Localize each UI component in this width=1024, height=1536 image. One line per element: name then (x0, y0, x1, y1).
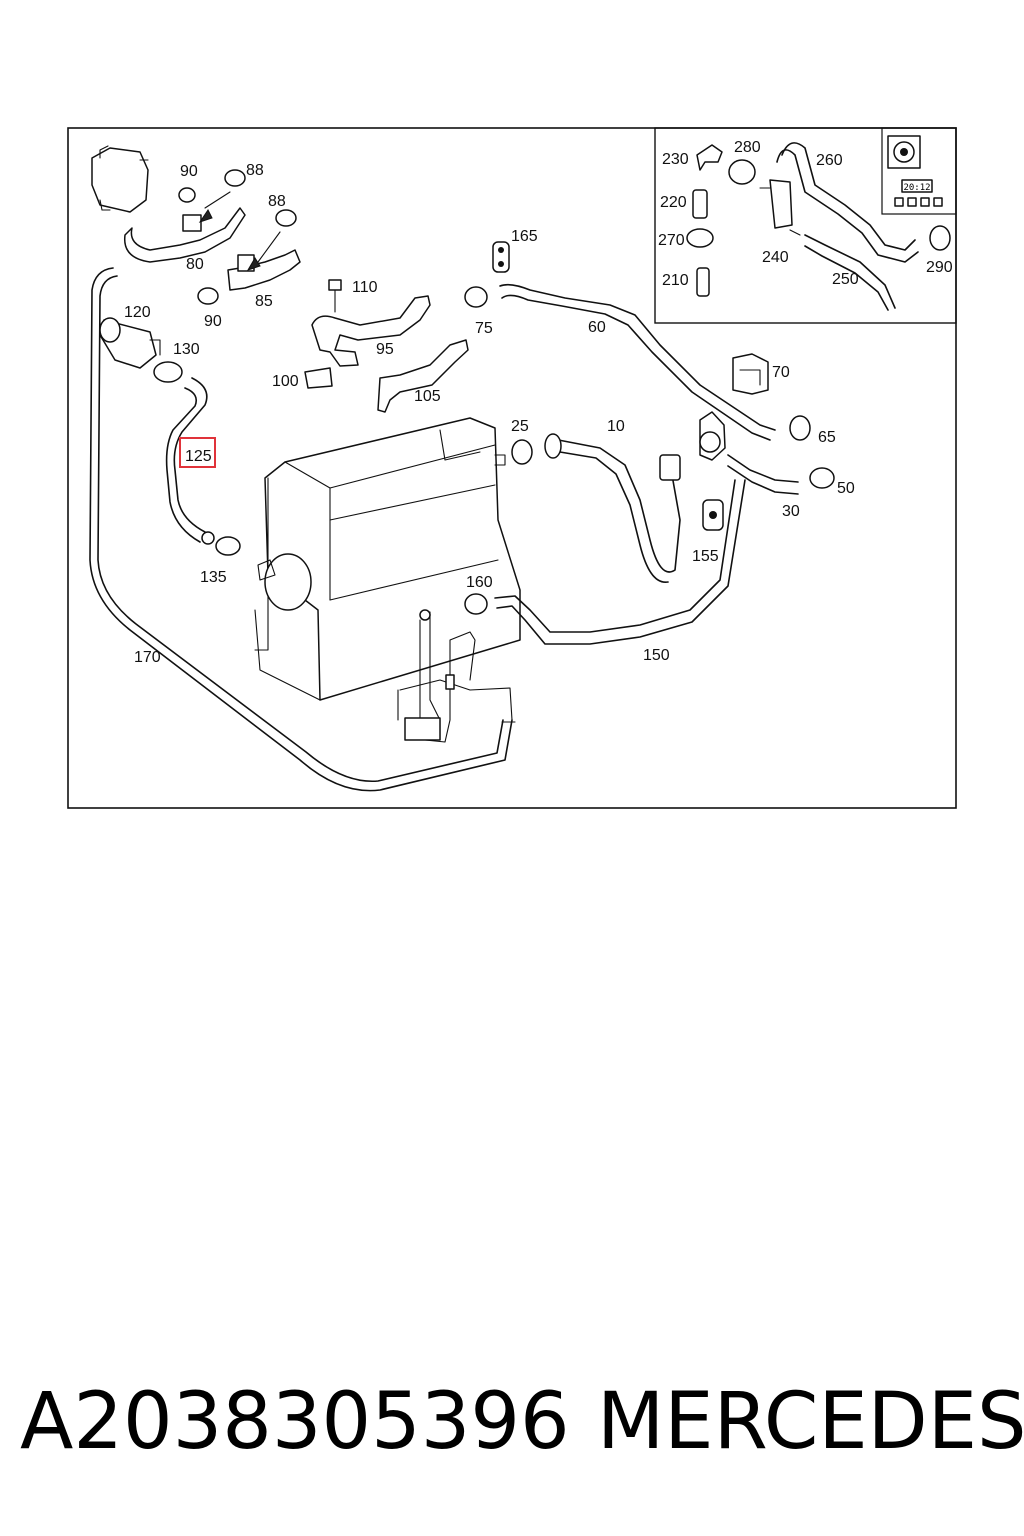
callout-50: 50 (837, 480, 855, 497)
callout-95: 95 (376, 341, 394, 358)
inset-tee-240 (759, 179, 801, 236)
panel-display-text: 20:12 (903, 183, 930, 193)
callout-120: 120 (124, 304, 151, 321)
engine-block (254, 417, 521, 701)
pump-120 (99, 317, 161, 369)
callout-110: 110 (352, 279, 378, 296)
control-panel: 20:12 (887, 135, 943, 207)
sensor-wiring (397, 609, 513, 743)
callout-170: 170 (134, 649, 161, 666)
callout-85: 85 (255, 293, 273, 310)
callout-220: 220 (660, 194, 687, 211)
callout-135: 135 (200, 569, 227, 586)
inset-frame (654, 127, 957, 324)
hose-30 (727, 454, 799, 495)
coolant-reservoir (91, 145, 149, 213)
callout-90a: 90 (180, 163, 198, 180)
callout-250: 250 (832, 271, 859, 288)
callout-290: 290 (926, 259, 953, 276)
inset-fitting-230 (696, 144, 723, 171)
callout-260: 260 (816, 152, 843, 169)
callout-70: 70 (772, 364, 790, 381)
callout-90b: 90 (204, 313, 222, 330)
callout-10: 10 (607, 418, 625, 435)
diagram-frame (67, 127, 957, 809)
inset-clamp-270 (686, 228, 714, 248)
fitting-105 (377, 339, 469, 413)
valve-assembly (699, 411, 726, 461)
clamp-75 (464, 286, 488, 308)
callout-65: 65 (818, 429, 836, 446)
callout-25: 25 (511, 418, 529, 435)
callout-165: 165 (511, 228, 538, 245)
clamp-50 (809, 467, 835, 489)
callout-125: 125 (185, 448, 212, 465)
inset-hose-260 (776, 142, 919, 263)
grommet-165 (492, 241, 510, 273)
callout-88b: 88 (268, 193, 286, 210)
control-panel-frame (881, 127, 957, 215)
clamps-88-90 (178, 169, 297, 305)
part-number: A2038305396 (20, 1377, 570, 1467)
clamp-25 (511, 439, 533, 465)
callout-60: 60 (588, 319, 606, 336)
clamp-160 (464, 593, 488, 615)
hose-150 (494, 479, 746, 645)
clamp-135 (215, 536, 241, 556)
hose-95 (311, 295, 431, 367)
callout-labels: 90 88 88 80 85 90 120 130 125 135 170 11… (124, 139, 953, 666)
highlight-box (179, 437, 216, 468)
callout-88a: 88 (246, 162, 264, 179)
callout-160: 160 (466, 574, 493, 591)
bracket-70 (732, 353, 769, 395)
inset-clamp-290 (929, 225, 951, 251)
hose-85 (227, 231, 301, 291)
inset-clamp-280 (728, 159, 756, 185)
hose-125 (165, 377, 215, 545)
callout-210: 210 (662, 272, 689, 289)
clamp-65 (789, 415, 811, 441)
inset-hose-250 (804, 234, 896, 311)
callout-150: 150 (643, 647, 670, 664)
hose-170 (89, 267, 516, 792)
callout-105: 105 (414, 388, 441, 405)
callout-130: 130 (173, 341, 200, 358)
callout-270: 270 (658, 232, 685, 249)
grommet-155 (702, 499, 724, 531)
bolt-110 (328, 279, 342, 313)
clamp-130 (153, 361, 183, 383)
callout-155: 155 (692, 548, 719, 565)
hose-10 (544, 433, 681, 583)
callout-30: 30 (782, 503, 800, 520)
callout-80: 80 (186, 256, 204, 273)
callout-100: 100 (272, 373, 299, 390)
hose-60 (499, 283, 776, 441)
hose-80 (123, 191, 246, 263)
brand-name: MERCEDES (597, 1377, 1024, 1467)
callout-280: 280 (734, 139, 761, 156)
callout-75: 75 (475, 320, 493, 337)
clamp-100 (304, 367, 333, 389)
inset-valve-220 (692, 189, 708, 219)
inset-pipe-210 (696, 267, 710, 297)
callout-230: 230 (662, 151, 689, 168)
callout-240: 240 (762, 249, 789, 266)
